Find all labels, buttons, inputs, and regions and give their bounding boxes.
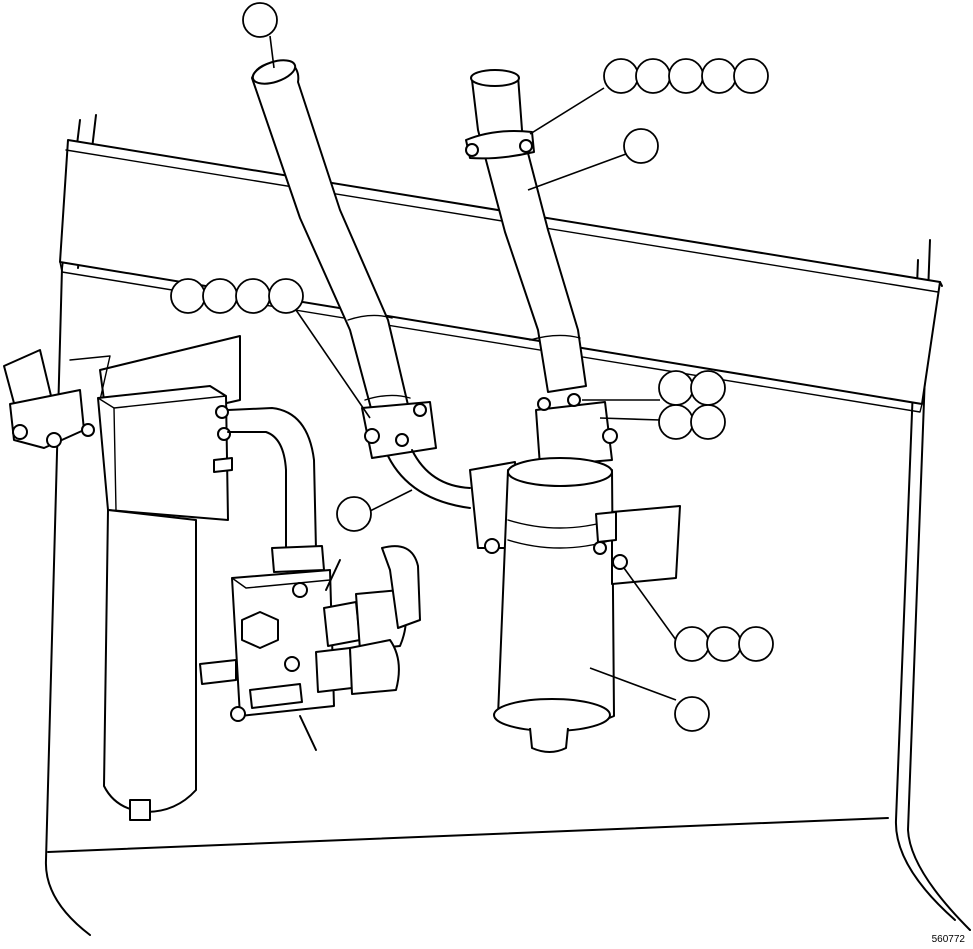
callout-filter-right bbox=[674, 696, 710, 732]
callout-clamp-left bbox=[170, 278, 304, 314]
mounting-panel bbox=[44, 114, 971, 936]
hose-right bbox=[465, 69, 587, 393]
callout-hose-right bbox=[623, 128, 659, 164]
valve-block bbox=[199, 545, 421, 751]
leader-lines bbox=[269, 35, 677, 701]
hose-left bbox=[251, 59, 437, 459]
callout-tube bbox=[336, 496, 372, 532]
callout-clamp-top-right bbox=[603, 58, 769, 94]
pipe-left-to-valve bbox=[227, 407, 317, 553]
connecting-tube bbox=[387, 449, 471, 509]
figure-id-label: 560772 bbox=[931, 934, 965, 945]
filter-left bbox=[3, 335, 241, 821]
callout-hose-left-top bbox=[242, 2, 278, 38]
callout-bolts-lower bbox=[658, 404, 726, 440]
callout-nuts bbox=[674, 626, 774, 662]
filter-right bbox=[469, 393, 681, 753]
callout-bolts-upper bbox=[658, 370, 726, 406]
